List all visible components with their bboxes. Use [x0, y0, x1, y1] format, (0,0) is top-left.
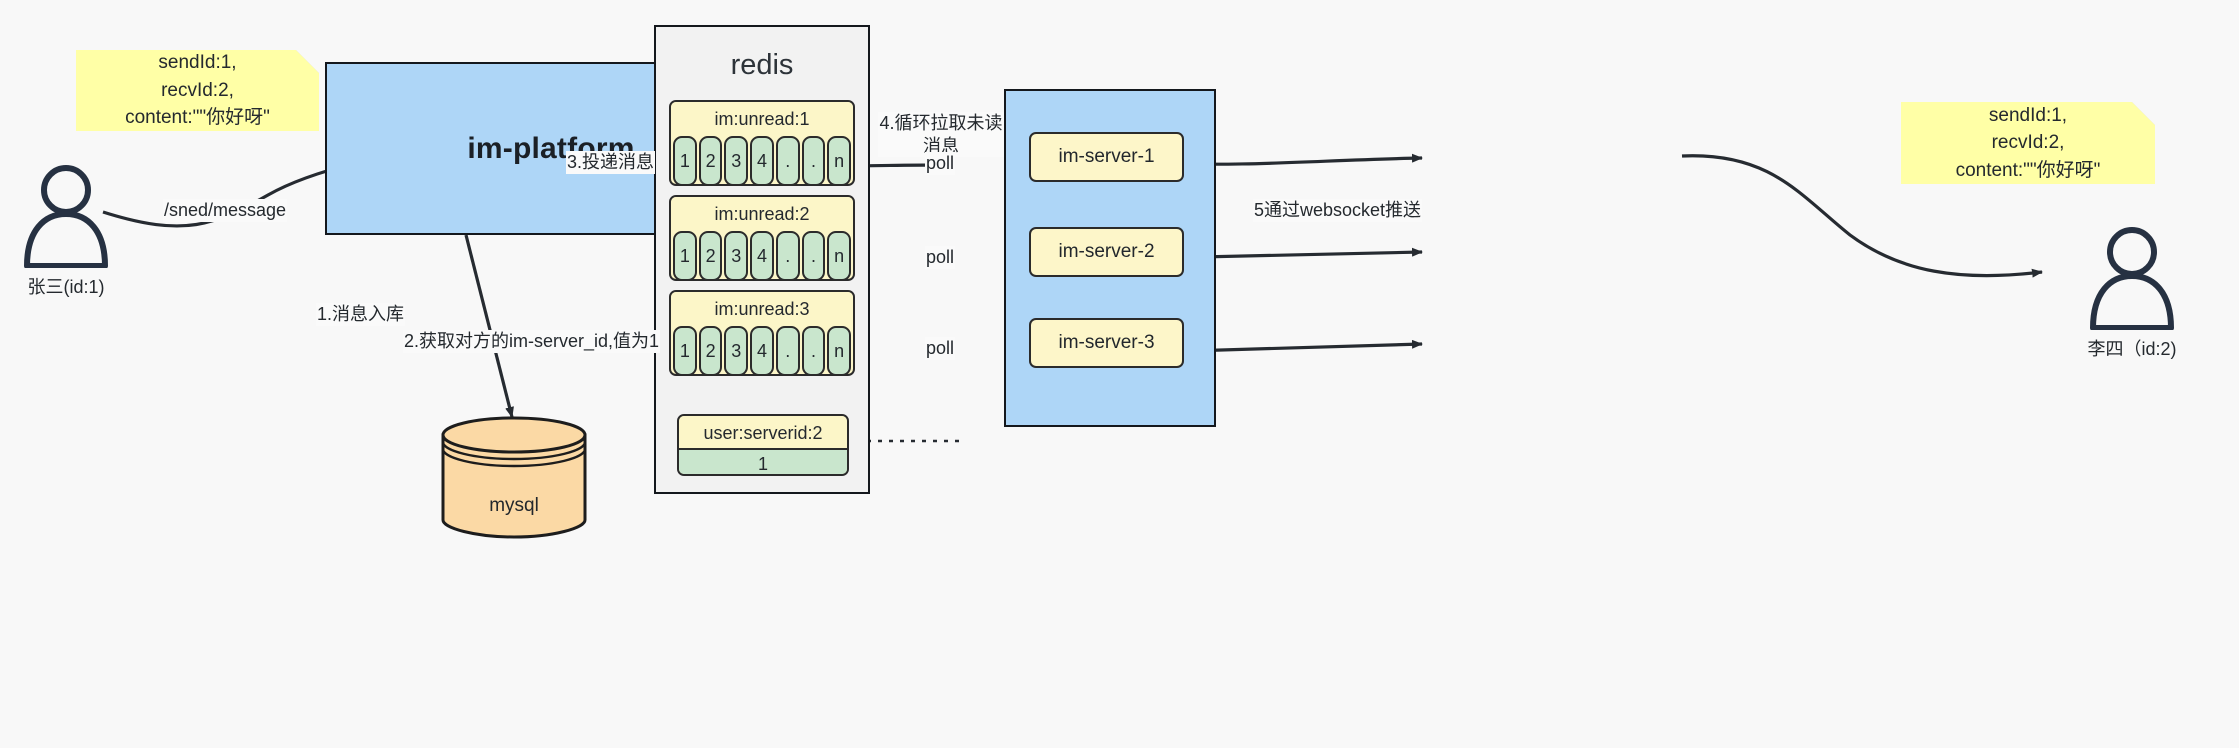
actor-receiver[interactable]: 李四（id:2): [2087, 225, 2177, 359]
redis-key-im-unread-3[interactable]: im:unread:3 1 2 3 4 . . n: [669, 290, 855, 376]
redis-cell: 1: [673, 136, 697, 184]
redis-cell: .: [775, 136, 800, 184]
redis-cell: 2: [698, 231, 723, 279]
redis-cell: n: [827, 231, 852, 279]
redis-cell: n: [827, 136, 852, 184]
note-fold-cut-icon: [296, 50, 319, 73]
redis-cell: n: [827, 326, 852, 374]
redis-cell: 2: [698, 136, 723, 184]
redis-key-im-unread-1-label: im:unread:1: [671, 102, 853, 136]
redis-key-im-unread-1-cells: 1 2 3 4 . . n: [671, 136, 853, 184]
actor-sender[interactable]: 张三(id:1): [22, 163, 110, 297]
redis-cell: 4: [750, 231, 774, 279]
edge-label-send-message: /sned/message: [163, 199, 288, 222]
redis-cell: 3: [724, 231, 749, 279]
actor-receiver-label: 李四（id:2): [2087, 339, 2177, 359]
im-server-3-label: im-server-3: [1058, 332, 1155, 353]
redis-cell: 3: [724, 136, 749, 184]
redis-key-im-unread-2-cells: 1 2 3 4 . . n: [671, 231, 853, 279]
redis-cell: 2: [698, 326, 723, 374]
redis-cell: .: [801, 231, 826, 279]
edge-label-poll-3: poll: [925, 337, 956, 360]
note-fold-cut-icon: [2132, 102, 2155, 125]
note-receiver-payload: sendId:1, recvId:2, content:""你好呀": [1901, 102, 2155, 184]
redis-cell: 4: [750, 136, 774, 184]
node-im-server-1[interactable]: im-server-1: [1029, 132, 1184, 182]
im-server-1-label: im-server-1: [1058, 146, 1155, 167]
redis-key-im-unread-3-label: im:unread:3: [671, 292, 853, 326]
redis-cell: .: [775, 326, 800, 374]
edge-label-step2: 2.获取对方的im-server_id,值为1: [403, 330, 661, 353]
node-mysql[interactable]: mysql: [440, 415, 588, 540]
redis-cell: 3: [724, 326, 749, 374]
edge-label-step3: 3.投递消息: [566, 151, 656, 174]
im-server-2-label: im-server-2: [1058, 241, 1155, 262]
edge-label-step1: 1.消息入库: [316, 303, 406, 326]
note-sender-payload-text: sendId:1, recvId:2, content:""你好呀": [125, 52, 270, 129]
edge-label-step5: 5通过websocket推送: [1253, 199, 1423, 222]
redis-cell: .: [801, 136, 826, 184]
node-im-server-3[interactable]: im-server-3: [1029, 318, 1184, 368]
redis-cell: 1: [673, 326, 697, 374]
redis-key-user-serverid-2-value: 1: [679, 448, 847, 474]
redis-key-im-unread-2[interactable]: im:unread:2 1 2 3 4 . . n: [669, 195, 855, 281]
edge-label-poll-1: poll: [925, 152, 956, 175]
edge-label-poll-2: poll: [925, 246, 956, 269]
node-im-server-2[interactable]: im-server-2: [1029, 227, 1184, 277]
redis-key-user-serverid-2[interactable]: user:serverid:2 1: [677, 414, 849, 476]
redis-title: redis: [730, 49, 794, 81]
redis-key-im-unread-2-label: im:unread:2: [671, 197, 853, 231]
redis-key-im-unread-1[interactable]: im:unread:1 1 2 3 4 . . n: [669, 100, 855, 186]
redis-cell: 1: [673, 231, 697, 279]
redis-key-im-unread-3-cells: 1 2 3 4 . . n: [671, 326, 853, 374]
redis-cell: .: [775, 231, 800, 279]
user-icon: [2090, 227, 2174, 330]
note-sender-payload: sendId:1, recvId:2, content:""你好呀": [76, 50, 319, 131]
user-icon: [24, 165, 108, 268]
edge-label-step4: 4.循环拉取未读消息: [878, 112, 1004, 157]
note-receiver-payload-text: sendId:1, recvId:2, content:""你好呀": [1955, 104, 2101, 181]
mysql-label: mysql: [489, 495, 539, 516]
actor-sender-label: 张三(id:1): [27, 277, 105, 297]
redis-cell: 4: [750, 326, 774, 374]
redis-cell: .: [801, 326, 826, 374]
redis-key-user-serverid-2-label: user:serverid:2: [679, 416, 847, 450]
database-cylinder-icon: [441, 416, 587, 539]
